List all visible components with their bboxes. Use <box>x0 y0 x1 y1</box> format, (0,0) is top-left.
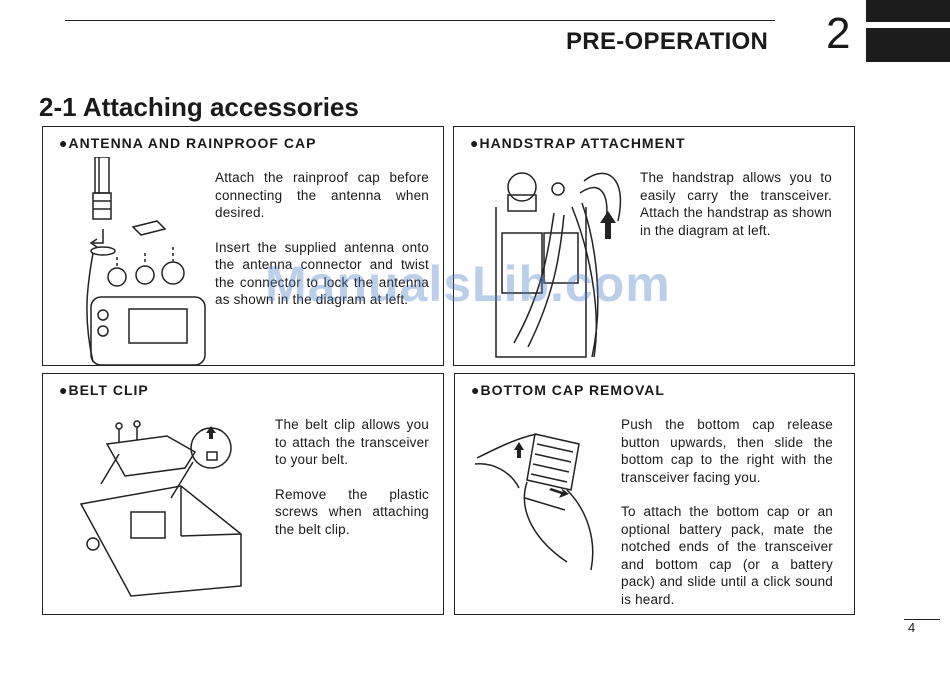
antenna-para-2: Insert the supplied antenna onto the ant… <box>215 239 429 308</box>
bottom-cap-para-1: Push the bottom cap release button upwar… <box>621 417 833 485</box>
chapter-tab <box>866 0 950 62</box>
panel-antenna: ●ANTENNA AND RAINPROOF CAP Attach the <box>42 126 444 366</box>
panel-title-antenna: ●ANTENNA AND RAINPROOF CAP <box>59 135 317 151</box>
panel-belt-clip: ●BELT CLIP The belt clip allows you to a… <box>42 373 444 615</box>
bottom-cap-illustration <box>474 433 594 571</box>
chapter-title: PRE-OPERATION <box>566 28 769 55</box>
panel-title-handstrap: ●HANDSTRAP ATTACHMENT <box>470 135 686 151</box>
bottom-cap-para-2: To attach the bottom cap or an optional … <box>621 504 833 607</box>
belt-clip-illustration <box>79 420 242 597</box>
belt-clip-para-2: Remove the plastic screws when attaching… <box>275 486 429 537</box>
handstrap-text: The handstrap allows you to easily carry… <box>640 169 832 239</box>
handstrap-illustration <box>495 172 622 358</box>
belt-clip-text: The belt clip allows you to attach the t… <box>275 416 429 538</box>
panel-title-belt-clip: ●BELT CLIP <box>59 382 149 398</box>
page-number-rule <box>904 619 940 620</box>
header-rule <box>65 20 775 21</box>
watermark-logo: ManualsLib.com <box>265 256 671 312</box>
page-number: 4 <box>908 620 916 635</box>
handstrap-para-1: The handstrap allows you to easily carry… <box>640 170 832 238</box>
antenna-para-1: Attach the rainproof cap before connecti… <box>215 170 429 220</box>
chapter-number: 2 <box>826 9 851 58</box>
panel-title-bottom-cap: ●BOTTOM CAP REMOVAL <box>471 382 665 398</box>
panel-handstrap: ●HANDSTRAP ATTACHMENT The handstrap allo… <box>453 126 855 366</box>
section-title: 2-1 Attaching accessories <box>39 92 359 122</box>
bottom-cap-text: Push the bottom cap release button upwar… <box>621 416 833 608</box>
belt-clip-para-1: The belt clip allows you to attach the t… <box>275 417 429 467</box>
antenna-illustration <box>86 157 206 365</box>
panel-bottom-cap: ●BOTTOM CAP REMOVAL Push the bottom cap … <box>454 373 855 615</box>
antenna-text: Attach the rainproof cap before connecti… <box>215 169 429 309</box>
